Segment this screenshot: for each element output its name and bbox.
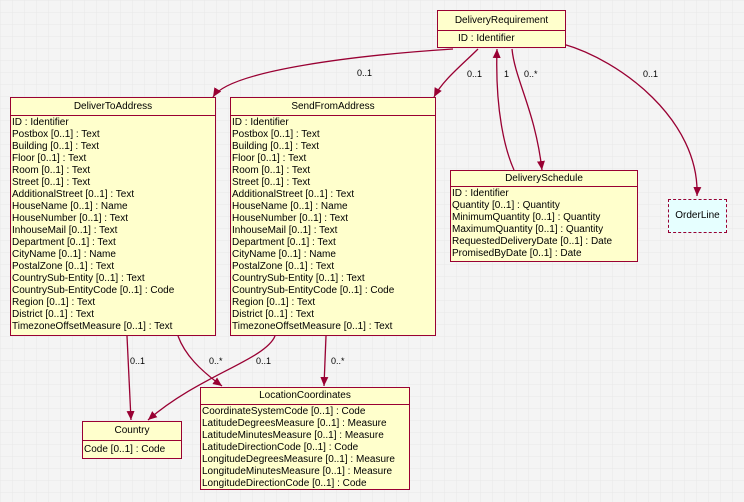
attribute-row: PostalZone [0..1] : Text bbox=[12, 261, 115, 272]
attribute-row: HouseNumber [0..1] : Text bbox=[12, 213, 128, 224]
attribute-row: Building [0..1] : Text bbox=[232, 141, 320, 152]
attribute-row: RequestedDeliveryDate [0..1] : Date bbox=[452, 236, 613, 247]
attribute-row: TimezoneOffsetMeasure [0..1] : Text bbox=[12, 321, 173, 332]
link-send-to-country[interactable] bbox=[147, 335, 276, 421]
attribute-row: LatitudeDirectionCode [0..1] : Code bbox=[202, 442, 359, 453]
link-schedule-to-dr[interactable] bbox=[492, 48, 515, 171]
attribute-row: Floor [0..1] : Text bbox=[12, 153, 87, 164]
attribute-row: Street [0..1] : Text bbox=[12, 177, 91, 188]
attribute-row: InhouseMail [0..1] : Text bbox=[232, 225, 338, 236]
attribute-row: InhouseMail [0..1] : Text bbox=[12, 225, 118, 236]
attribute-row: TimezoneOffsetMeasure [0..1] : Text bbox=[232, 321, 393, 332]
link-dr-to-send[interactable] bbox=[433, 48, 479, 98]
attribute-row: ID : Identifier bbox=[452, 188, 509, 199]
attribute-row: ID : Identifier bbox=[232, 117, 289, 128]
link-dr-to-orderline[interactable] bbox=[562, 43, 702, 197]
class-delivery-requirement[interactable]: DeliveryRequirement ID : Identifier bbox=[437, 10, 566, 48]
attribute-row: MaximumQuantity [0..1] : Quantity bbox=[452, 224, 604, 235]
attribute-row: PromisedByDate [0..1] : Date bbox=[452, 248, 582, 259]
attribute-row: AdditionalStreet [0..1] : Text bbox=[12, 189, 135, 200]
class-location-coordinates[interactable]: LocationCoordinates CoordinateSystemCode… bbox=[200, 387, 410, 490]
attribute-row: Department [0..1] : Text bbox=[232, 237, 336, 248]
attribute-row: HouseName [0..1] : Name bbox=[12, 201, 128, 212]
class-name: LocationCoordinates bbox=[201, 388, 409, 405]
attribute-row: PostalZone [0..1] : Text bbox=[232, 261, 335, 272]
attribute-row: Department [0..1] : Text bbox=[12, 237, 116, 248]
class-name: Country bbox=[83, 422, 181, 441]
attribute-row: AdditionalStreet [0..1] : Text bbox=[232, 189, 355, 200]
mult-dr-to-send: 0..1 bbox=[467, 69, 483, 79]
link-deliver-to-country[interactable] bbox=[126, 335, 135, 421]
attribute-row: District [0..1] : Text bbox=[12, 309, 95, 320]
attribute-list: Code [0..1] : Code bbox=[83, 441, 181, 456]
mult-dr-to-schedule: 0..* bbox=[524, 69, 538, 79]
attribute-row: HouseNumber [0..1] : Text bbox=[232, 213, 348, 224]
attribute-row: Postbox [0..1] : Text bbox=[232, 129, 320, 140]
link-deliver-to-location[interactable] bbox=[177, 335, 223, 387]
attribute-row: CityName [0..1] : Name bbox=[12, 249, 116, 260]
class-order-line[interactable]: OrderLine bbox=[668, 199, 727, 233]
attribute-row: Region [0..1] : Text bbox=[12, 297, 96, 308]
attribute-row: Code [0..1] : Code bbox=[84, 444, 166, 455]
attribute-row: Postbox [0..1] : Text bbox=[12, 129, 100, 140]
attribute-row: HouseName [0..1] : Name bbox=[232, 201, 348, 212]
attribute-row: Region [0..1] : Text bbox=[232, 297, 316, 308]
class-name: DeliveryRequirement bbox=[438, 11, 565, 31]
attribute-row: ID : Identifier bbox=[458, 33, 515, 44]
attribute-row: CountrySub-Entity [0..1] : Text bbox=[232, 273, 365, 284]
attribute-row: CountrySub-EntityCode [0..1] : Code bbox=[12, 285, 175, 296]
attribute-row: MinimumQuantity [0..1] : Quantity bbox=[452, 212, 601, 223]
attribute-row: ID : Identifier bbox=[12, 117, 69, 128]
attribute-row: Building [0..1] : Text bbox=[12, 141, 100, 152]
mult-dr-to-deliver: 0..1 bbox=[357, 68, 373, 78]
attribute-row: Street [0..1] : Text bbox=[232, 177, 311, 188]
class-name: DeliverToAddress bbox=[11, 98, 215, 116]
attribute-row: CountrySub-EntityCode [0..1] : Code bbox=[232, 285, 395, 296]
link-send-to-location[interactable] bbox=[320, 335, 329, 387]
link-dr-to-deliver[interactable] bbox=[212, 48, 454, 98]
attribute-row: Room [0..1] : Text bbox=[232, 165, 311, 176]
attribute-row: Room [0..1] : Text bbox=[12, 165, 91, 176]
mult-deliver-to-country: 0..1 bbox=[130, 356, 146, 366]
attribute-row: District [0..1] : Text bbox=[232, 309, 315, 320]
attribute-row: CityName [0..1] : Name bbox=[232, 249, 336, 260]
mult-send-to-country: 0..1 bbox=[256, 356, 272, 366]
attribute-row: Floor [0..1] : Text bbox=[232, 153, 307, 164]
mult-send-to-location: 0..* bbox=[331, 356, 345, 366]
mult-dr-to-orderline: 0..1 bbox=[643, 69, 659, 79]
class-country[interactable]: Country Code [0..1] : Code bbox=[82, 421, 182, 459]
attribute-row: LongitudeDirectionCode [0..1] : Code bbox=[202, 478, 367, 489]
attribute-row: LatitudeDegreesMeasure [0..1] : Measure bbox=[202, 418, 387, 429]
attribute-row: Quantity [0..1] : Quantity bbox=[452, 200, 560, 211]
attribute-row: LongitudeDegreesMeasure [0..1] : Measure bbox=[202, 454, 395, 465]
attribute-row: CoordinateSystemCode [0..1] : Code bbox=[202, 406, 366, 417]
class-name: DeliverySchedule bbox=[451, 171, 637, 187]
attribute-row: LatitudeMinutesMeasure [0..1] : Measure bbox=[202, 430, 384, 441]
link-dr-to-schedule[interactable] bbox=[511, 48, 545, 171]
class-name: SendFromAddress bbox=[231, 98, 435, 116]
attribute-row: CountrySub-Entity [0..1] : Text bbox=[12, 273, 145, 284]
mult-deliver-to-location: 0..* bbox=[209, 356, 223, 366]
attribute-list: ID : Identifier bbox=[438, 31, 565, 45]
mult-schedule-to-dr: 1 bbox=[504, 69, 510, 79]
attribute-row: LongitudeMinutesMeasure [0..1] : Measure bbox=[202, 466, 393, 477]
